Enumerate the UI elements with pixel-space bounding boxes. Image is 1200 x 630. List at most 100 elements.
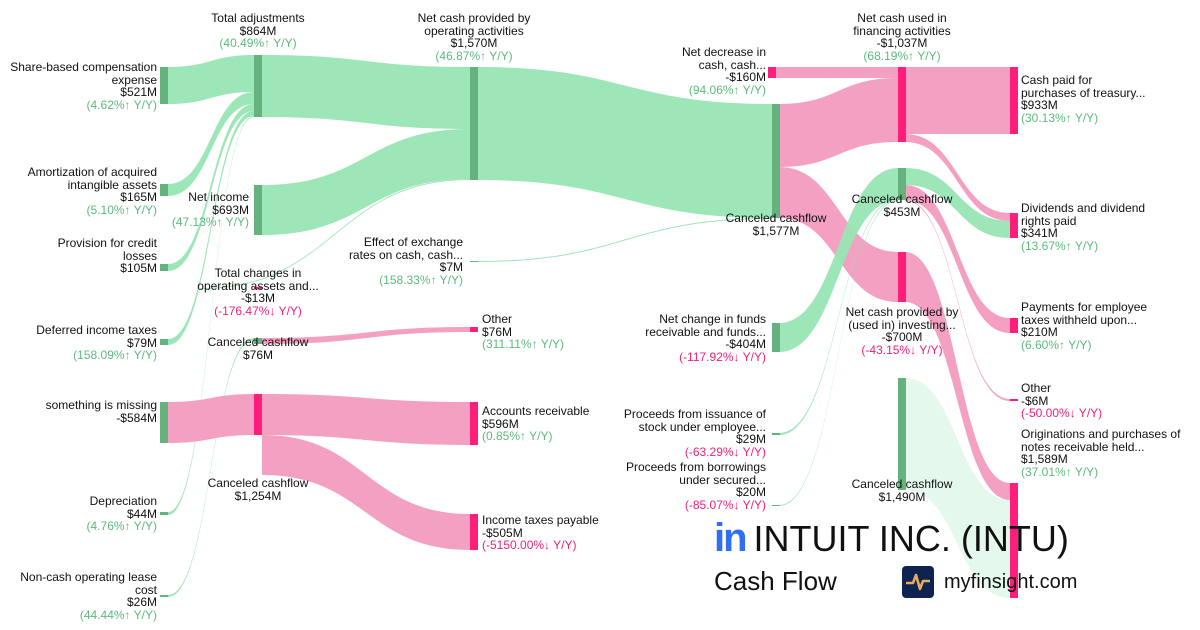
node-name: Net cash used in: [857, 11, 947, 25]
node-value: $79M: [126, 335, 157, 350]
node-bar-provision[interactable]: [160, 264, 168, 271]
node-bar-originations[interactable]: [1010, 483, 1018, 598]
node-label-canceled76: Canceled cashflow$76M: [208, 336, 309, 361]
node-name: Dividends and dividend: [1021, 201, 1146, 215]
site-url[interactable]: myfinsight.com: [944, 570, 1078, 593]
node-bar-canceled1577[interactable]: [772, 104, 780, 218]
node-name: losses: [122, 248, 157, 263]
flow-link-netincome-to-netcashops: [262, 129, 470, 235]
node-label-ar: Accounts receivable$596M(0.85%↑ Y/Y): [482, 405, 589, 443]
yoy-change: (-63.29%↓ Y/Y): [684, 444, 766, 459]
node-bar-netchange[interactable]: [772, 323, 780, 352]
node-name: cash, cash...: [698, 57, 766, 72]
flow-link-canceled1577-to-financing: [779, 78, 898, 167]
flow-link-depreciation-to-totaladj: [168, 116, 254, 515]
yoy-change: (13.67%↑ Y/Y): [1021, 238, 1099, 253]
node-bar-other6[interactable]: [1010, 399, 1018, 401]
yoy-change: (-50.00%↓ Y/Y): [1021, 406, 1103, 420]
chart-subtitle: Cash Flow: [714, 566, 837, 596]
node-bar-deferred[interactable]: [160, 339, 168, 345]
node-bar-canceled1254[interactable]: [254, 394, 262, 435]
node-bar-effect[interactable]: [470, 261, 478, 262]
node-value: $105M: [120, 261, 157, 275]
node-label-netincome: Net income$693M(47.13%↑ Y/Y): [172, 191, 249, 229]
node-name: Other: [482, 312, 513, 326]
node-bar-financing[interactable]: [898, 67, 906, 142]
node-name: something is missing: [45, 398, 157, 412]
node-bar-sbc[interactable]: [160, 67, 168, 104]
flow-link-stock-to-canceled453: [779, 199, 898, 435]
node-name: taxes withheld upon...: [1021, 312, 1138, 327]
yoy-change: (-117.92%↓ Y/Y): [679, 349, 766, 364]
node-bar-treasury[interactable]: [1010, 67, 1018, 134]
node-name: Canceled cashflow: [207, 476, 309, 490]
node-bar-investing[interactable]: [898, 252, 906, 302]
node-bar-canceled453[interactable]: [898, 168, 906, 200]
node-value: $864M: [239, 23, 277, 38]
node-bar-netincome[interactable]: [254, 185, 262, 235]
node-name: financing activities: [853, 23, 951, 38]
node-name: Canceled cashflow: [851, 192, 953, 206]
node-name: Income taxes payable: [482, 513, 599, 527]
node-label-totaladj: Total adjustments$864M(40.49%↑ Y/Y): [211, 12, 304, 50]
node-bar-canceled76[interactable]: [254, 338, 262, 344]
node-bar-totalchanges[interactable]: [254, 287, 262, 289]
node-name: Canceled cashflow: [207, 335, 309, 349]
node-name: operating assets and...: [197, 278, 319, 293]
node-label-deferred: Deferred income taxes$79M(158.09%↑ Y/Y): [36, 324, 157, 362]
flow-link-netdecrease-to-financing: [776, 67, 898, 78]
node-value: -$700M: [881, 330, 923, 344]
node-bar-depreciation[interactable]: [160, 512, 168, 515]
yoy-change: (311.11%↑ Y/Y): [482, 337, 565, 351]
node-value: -$160M: [725, 70, 766, 84]
node-bar-lease[interactable]: [160, 595, 168, 597]
yoy-change: (4.62%↑ Y/Y): [86, 97, 157, 112]
node-value: $1,254M: [234, 488, 282, 503]
yoy-change: (68.19%↑ Y/Y): [863, 48, 941, 63]
flow-link-lease-to-canceled76: [168, 338, 254, 597]
node-name: Net income: [188, 190, 249, 204]
node-value: $693M: [212, 202, 249, 217]
node-value: $596M: [482, 416, 519, 431]
flow-link-netchange-to-canceled453: [779, 168, 898, 352]
flow-link-provision-to-totaladj: [168, 104, 254, 271]
node-bar-totaladj[interactable]: [254, 55, 262, 117]
pulse-logo-icon: [902, 566, 934, 598]
yoy-change: (47.13%↑ Y/Y): [171, 215, 249, 229]
node-value: $44M: [126, 506, 157, 521]
node-bar-amort[interactable]: [160, 184, 168, 196]
node-bar-netdecrease[interactable]: [768, 67, 776, 78]
node-value: $1,589M: [1021, 452, 1068, 466]
node-bar-payments[interactable]: [1010, 318, 1018, 333]
node-bar-canceled1490[interactable]: [898, 378, 906, 490]
node-name: Non-cash operating lease: [20, 570, 157, 584]
node-bar-borrow[interactable]: [772, 505, 780, 506]
node-bar-netcashops[interactable]: [470, 67, 478, 180]
node-name: expense: [111, 72, 157, 87]
node-bar-dividends[interactable]: [1010, 213, 1018, 238]
node-value: $29M: [735, 432, 766, 446]
yoy-change: (-43.15%↓ Y/Y): [861, 342, 943, 357]
node-name: Depreciation: [89, 494, 157, 508]
node-bar-itp[interactable]: [470, 514, 478, 550]
node-label-other76: Other$76M(311.11%↑ Y/Y): [482, 313, 564, 351]
site-credit[interactable]: myfinsight.com: [902, 566, 1077, 598]
node-label-missing: something is missing-$584M: [46, 399, 157, 424]
node-value: $341M: [1021, 226, 1058, 240]
node-bar-ar[interactable]: [470, 402, 478, 445]
node-name: receivable and funds...: [645, 324, 766, 339]
node-name: Originations and purchases of: [1021, 427, 1181, 441]
flow-link-canceled1490-to-originations: [905, 378, 1010, 598]
flow-link-canceled1254-to-itp: [262, 435, 470, 550]
node-bar-other76[interactable]: [470, 327, 478, 332]
node-value: $7M: [439, 260, 463, 274]
node-name: stock under employee...: [638, 419, 766, 434]
node-name: cost: [134, 582, 157, 597]
node-bar-stock[interactable]: [772, 433, 780, 435]
yoy-change: (158.33%↑ Y/Y): [379, 272, 463, 287]
node-label-canceled1490: Canceled cashflow$1,490M: [852, 478, 953, 503]
node-name: Share-based compensation: [10, 60, 157, 74]
node-bar-missing[interactable]: [160, 402, 168, 443]
